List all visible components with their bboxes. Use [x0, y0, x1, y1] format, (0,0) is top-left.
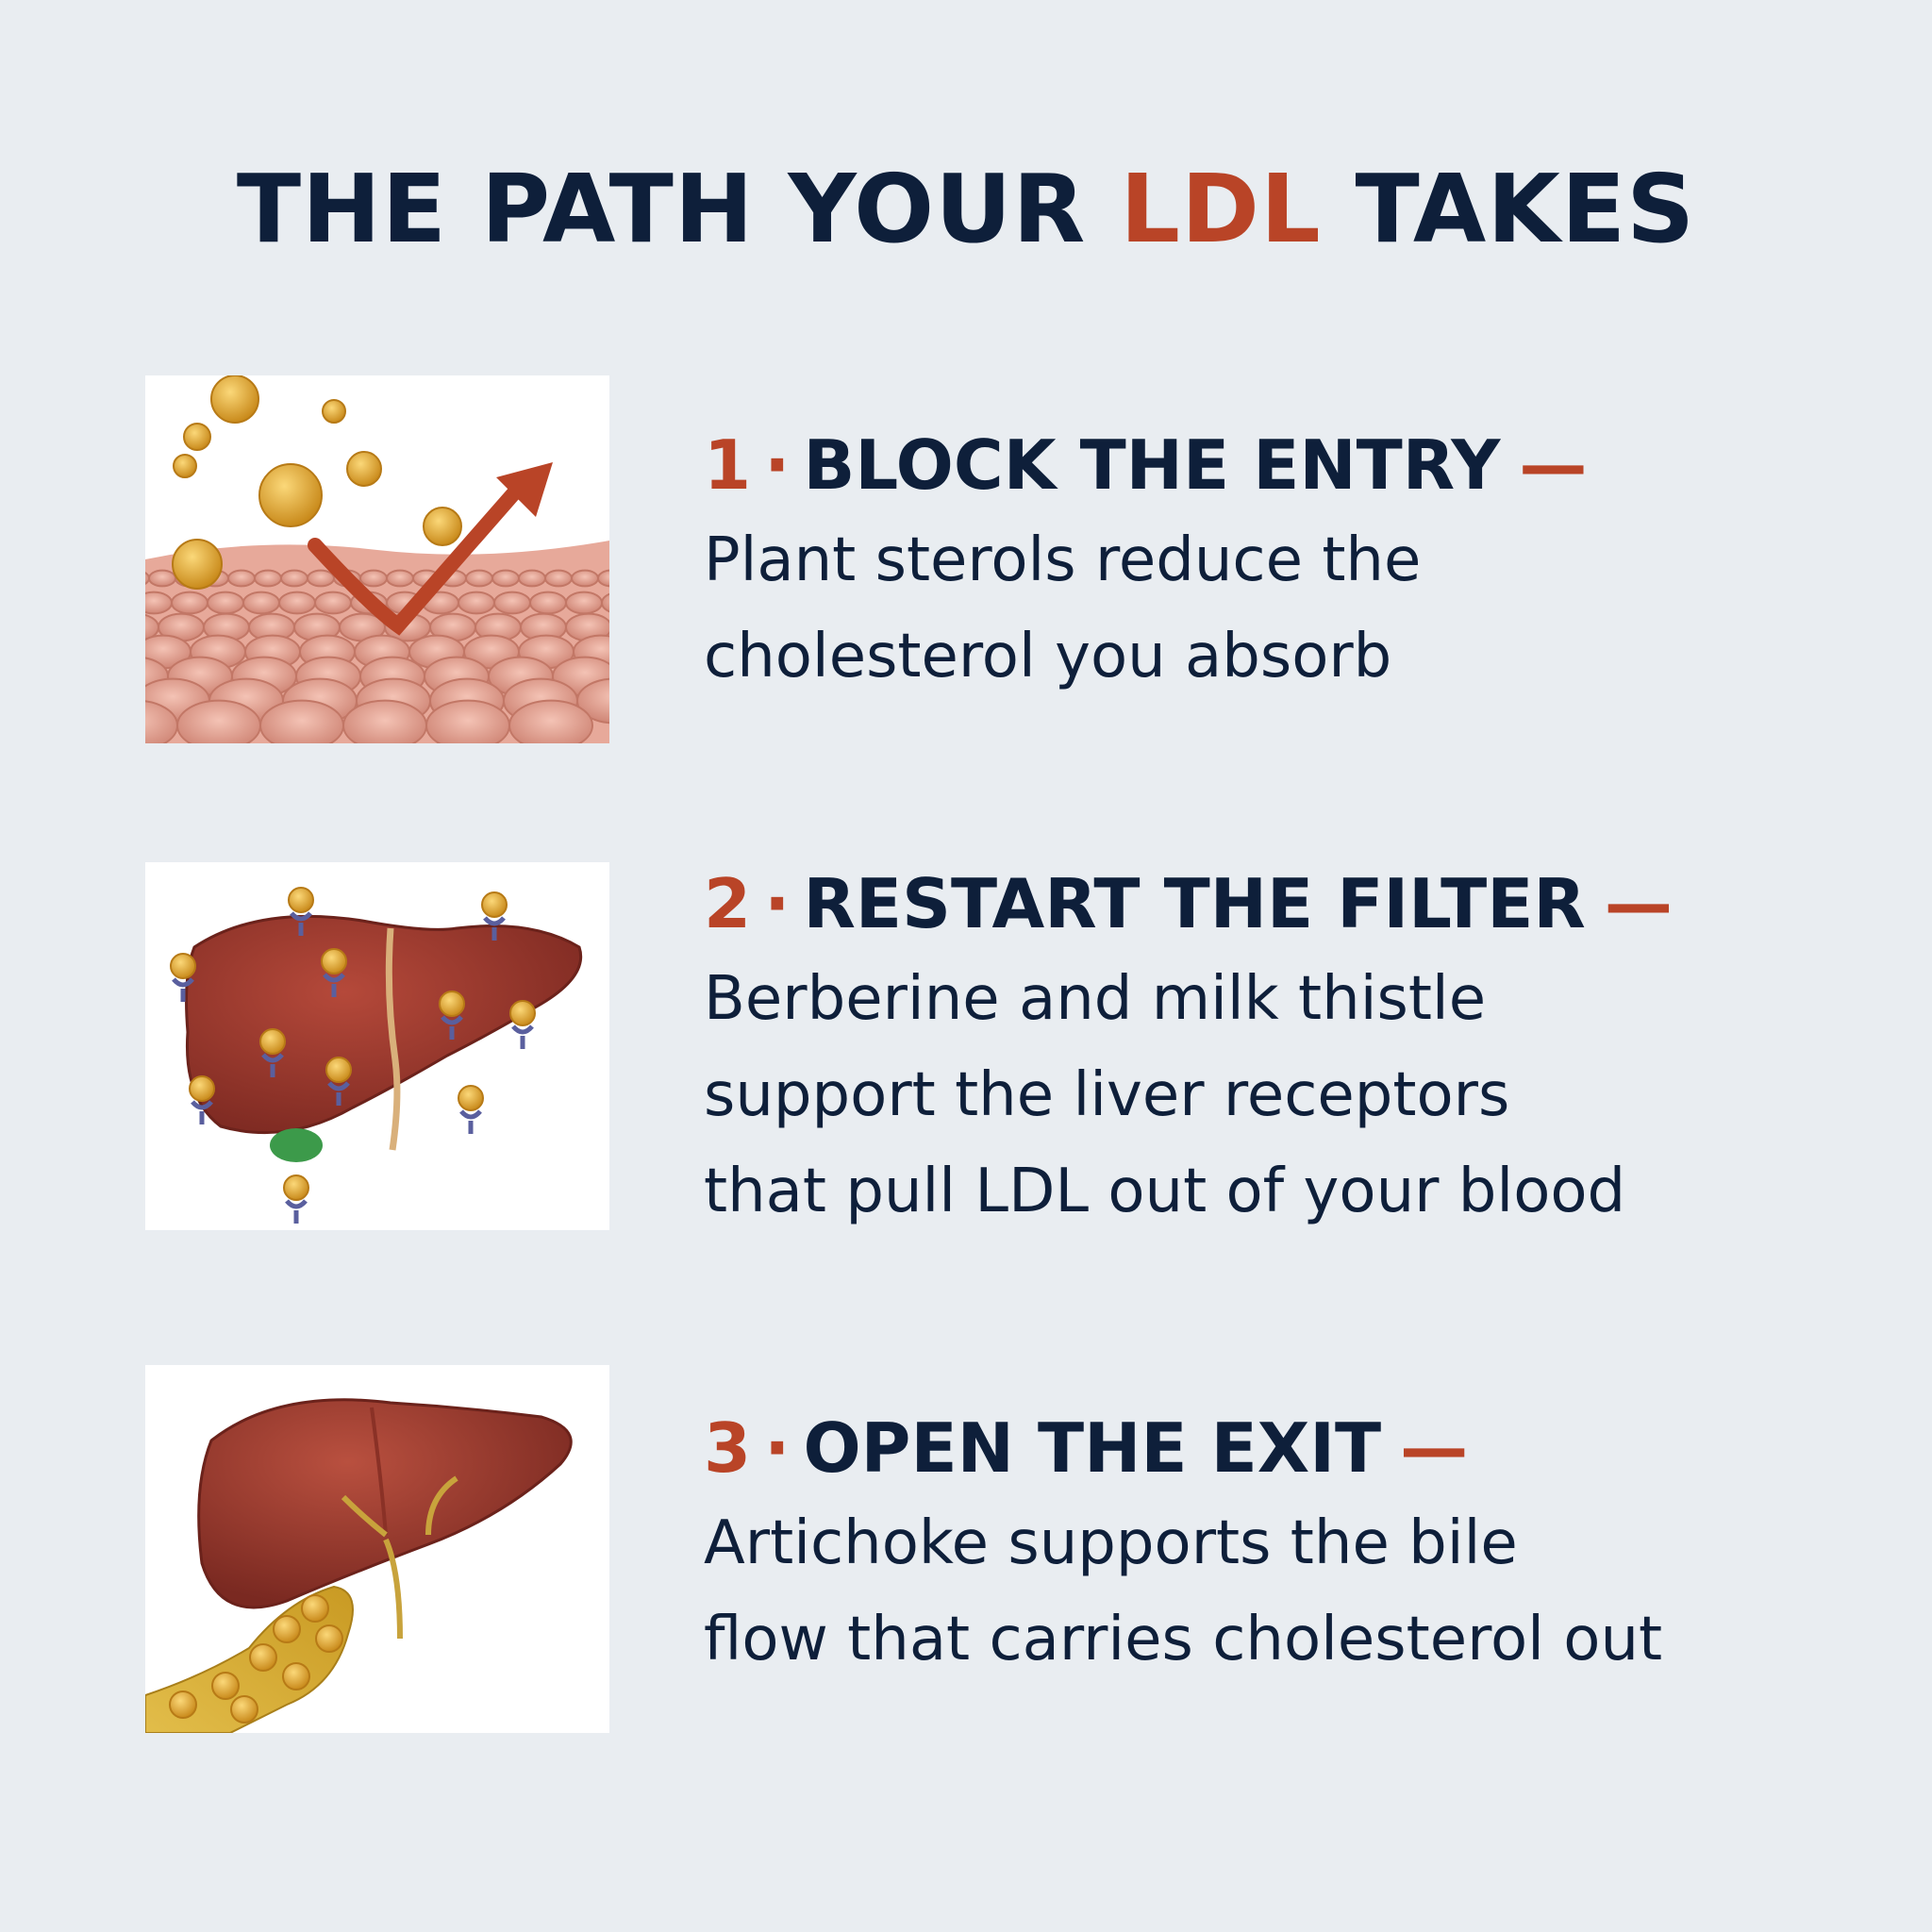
title-text-start: THE PATH YOUR: [236, 154, 1121, 264]
step-2-line-3: that pull LDL out of your blood: [704, 1157, 1626, 1226]
step-2-separator: ·: [764, 864, 791, 943]
step-1-title: BLOCK THE ENTRY: [803, 425, 1501, 505]
step-2-heading: 2·RESTART THE FILTER—: [704, 857, 1892, 951]
step-3-description: Artichoke supports the bile flow that ca…: [704, 1495, 1892, 1688]
step-3-heading: 3·OPEN THE EXIT—: [704, 1401, 1892, 1495]
step-1-heading: 1·BLOCK THE ENTRY—: [704, 418, 1892, 512]
step-2-line-2: support the liver receptors: [704, 1060, 1510, 1130]
step-1-number: 1: [704, 425, 752, 505]
step-2-line-1: Berberine and milk thistle: [704, 964, 1487, 1034]
step-3-title: OPEN THE EXIT: [803, 1408, 1382, 1488]
step-2: 2·RESTART THE FILTER— Berberine and milk…: [704, 857, 1892, 1240]
step-2-dash: —: [1604, 864, 1673, 943]
step-1-line-2: cholesterol you absorb: [704, 622, 1392, 691]
step-2-number: 2: [704, 864, 752, 943]
step-3-line-2: flow that carries cholesterol out: [704, 1605, 1663, 1674]
step-3: 3·OPEN THE EXIT— Artichoke supports the …: [704, 1401, 1892, 1688]
step-1-line-1: Plant sterols reduce the: [704, 525, 1422, 595]
step-1: 1·BLOCK THE ENTRY— Plant sterols reduce …: [704, 418, 1892, 705]
intestine-absorption-icon: [145, 375, 609, 743]
step-3-line-1: Artichoke supports the bile: [704, 1508, 1518, 1578]
liver-bile-flow-icon: [145, 1365, 609, 1733]
liver-receptors-icon: [145, 862, 609, 1230]
title-accent-ldl: LDL: [1120, 154, 1322, 264]
step-1-separator: ·: [764, 425, 791, 505]
step-1-dash: —: [1519, 425, 1588, 505]
step-2-title: RESTART THE FILTER: [803, 864, 1586, 943]
step-3-dash: —: [1400, 1408, 1469, 1488]
page-title: THE PATH YOUR LDL TAKES: [0, 153, 1932, 266]
step-3-number: 3: [704, 1408, 752, 1488]
step-2-description: Berberine and milk thistle support the l…: [704, 951, 1892, 1240]
title-text-end: TAKES: [1321, 154, 1696, 264]
step-1-description: Plant sterols reduce the cholesterol you…: [704, 512, 1892, 705]
step-3-separator: ·: [764, 1408, 791, 1488]
